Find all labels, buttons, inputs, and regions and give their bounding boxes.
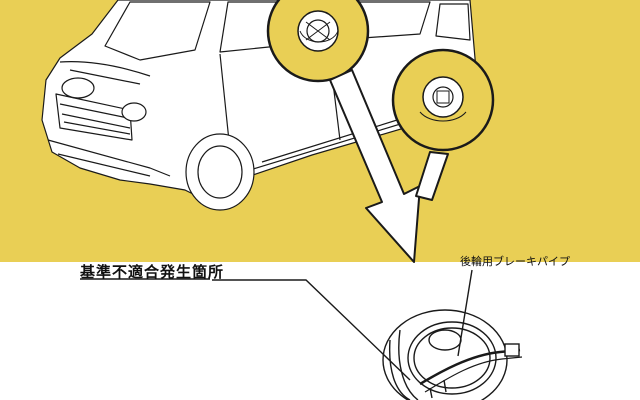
magnifier-front bbox=[266, 0, 370, 83]
magnifier-rear bbox=[391, 48, 495, 152]
defect-location-label: 基準不適合発生箇所 bbox=[80, 263, 225, 281]
rear-brake-pipe-label: 後輪用ブレーキパイプ bbox=[460, 255, 570, 268]
down-arrow bbox=[329, 69, 449, 263]
lower-background bbox=[0, 262, 640, 400]
brake-drum bbox=[382, 309, 523, 400]
leader-lines bbox=[80, 269, 473, 381]
